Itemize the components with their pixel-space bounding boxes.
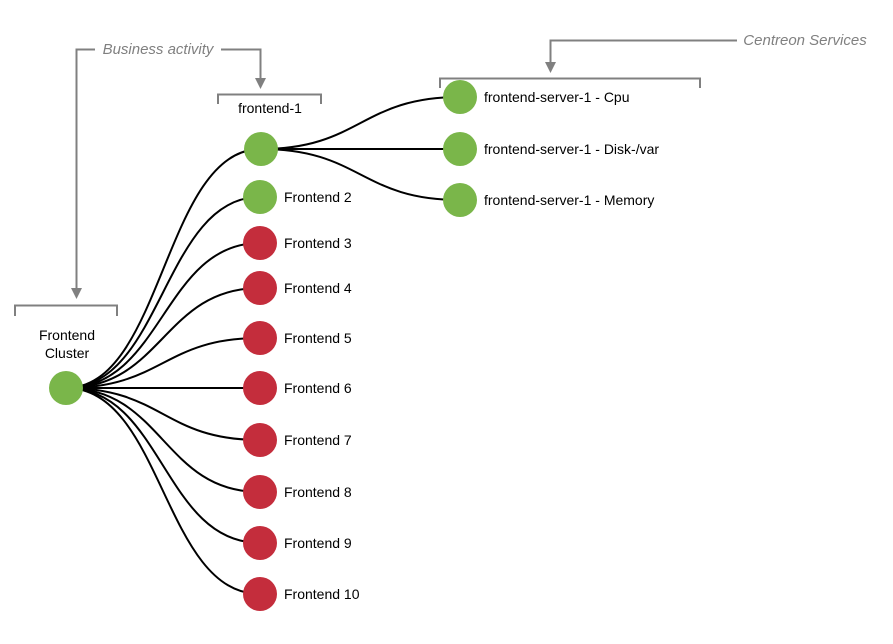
edge-frontend-cluster-to-frontend-8 bbox=[65, 387, 261, 493]
node-label-frontend-2: Frontend 2 bbox=[284, 189, 352, 205]
node-frontend-5 bbox=[243, 321, 277, 355]
arrowhead-down-icon bbox=[545, 62, 556, 73]
edge-frontend-1-to-frontend-server-1-memory bbox=[260, 148, 461, 201]
edge-frontend-cluster-to-frontend-2 bbox=[65, 196, 261, 389]
business-activity-connector-right bbox=[221, 48, 262, 78]
node-label-frontend-server-1-memory: frontend-server-1 - Memory bbox=[484, 192, 654, 208]
edge-frontend-cluster-to-frontend-3 bbox=[65, 242, 261, 389]
frontend-cluster-label-line1: Frontend bbox=[39, 327, 95, 343]
node-layer: Frontend 2 Frontend 3 Frontend 4 Frontend 5… bbox=[49, 80, 659, 611]
node-frontend-2 bbox=[243, 180, 277, 214]
frontend-1-bracket-line bbox=[217, 93, 322, 104]
edge-frontend-cluster-to-frontend-4 bbox=[65, 287, 261, 389]
frontend-cluster-bracket-line bbox=[14, 304, 118, 316]
node-frontend-8 bbox=[243, 475, 277, 509]
edge-frontend-cluster-to-frontend-5 bbox=[65, 337, 261, 389]
node-frontend-cluster bbox=[49, 371, 83, 405]
business-activity-callout: Business activity bbox=[71, 41, 266, 299]
frontend-1-label: frontend-1 bbox=[238, 100, 302, 116]
business-activity-connector-left bbox=[75, 48, 95, 288]
node-frontend-3 bbox=[243, 226, 277, 260]
node-frontend-7 bbox=[243, 423, 277, 457]
centreon-services-callout: Centreon Services bbox=[439, 32, 867, 88]
centreon-services-label: Centreon Services bbox=[743, 32, 867, 49]
frontend-1-bracket: frontend-1 bbox=[217, 93, 322, 116]
business-activity-label: Business activity bbox=[103, 41, 215, 58]
node-frontend-4 bbox=[243, 271, 277, 305]
node-frontend-10 bbox=[243, 577, 277, 611]
centreon-services-connector bbox=[549, 39, 737, 62]
frontend-cluster-bracket: Frontend Cluster bbox=[14, 304, 118, 361]
node-label-frontend-server-1-cpu: frontend-server-1 - Cpu bbox=[484, 89, 630, 105]
node-frontend-server-1-disk-var bbox=[443, 132, 477, 166]
node-label-frontend-7: Frontend 7 bbox=[284, 432, 352, 448]
node-frontend-1 bbox=[244, 132, 278, 166]
node-label-frontend-3: Frontend 3 bbox=[284, 235, 352, 251]
node-label-frontend-server-1-disk-var: frontend-server-1 - Disk-/var bbox=[484, 141, 659, 157]
edge-frontend-cluster-to-frontend-7 bbox=[65, 387, 261, 441]
node-frontend-server-1-memory bbox=[443, 183, 477, 217]
node-label-frontend-6: Frontend 6 bbox=[284, 380, 352, 396]
node-label-frontend-10: Frontend 10 bbox=[284, 586, 360, 602]
edge-frontend-cluster-to-frontend-1 bbox=[65, 148, 262, 389]
annotation-layer: Business activity Centreon Services Fron… bbox=[14, 32, 867, 361]
frontend-cluster-label-line2: Cluster bbox=[45, 345, 90, 361]
node-label-frontend-5: Frontend 5 bbox=[284, 330, 352, 346]
node-label-frontend-9: Frontend 9 bbox=[284, 535, 352, 551]
edge-frontend-cluster-to-frontend-10 bbox=[65, 387, 261, 595]
node-frontend-server-1-cpu bbox=[443, 80, 477, 114]
node-label-frontend-4: Frontend 4 bbox=[284, 280, 352, 296]
node-frontend-9 bbox=[243, 526, 277, 560]
edge-layer bbox=[65, 96, 461, 595]
node-label-frontend-8: Frontend 8 bbox=[284, 484, 352, 500]
node-frontend-6 bbox=[243, 371, 277, 405]
centreon-services-bracket bbox=[439, 77, 701, 88]
edge-frontend-cluster-to-frontend-9 bbox=[65, 387, 261, 544]
edge-frontend-1-to-frontend-server-1-cpu bbox=[260, 96, 461, 150]
arrowhead-down-icon bbox=[255, 78, 266, 89]
arrowhead-down-icon bbox=[71, 288, 82, 299]
